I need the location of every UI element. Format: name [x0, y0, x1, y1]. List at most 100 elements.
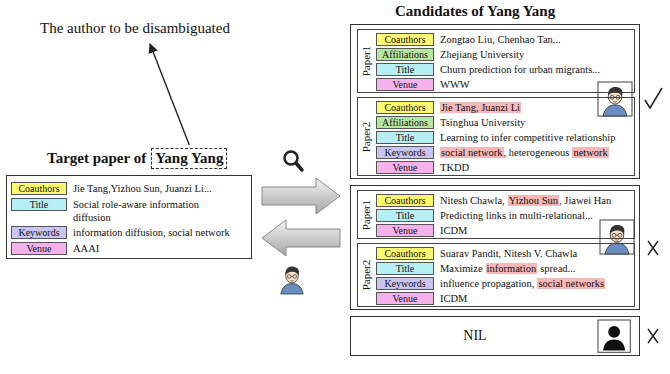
field-name: Coauthors	[377, 102, 433, 113]
field-tag: Venue	[376, 161, 434, 174]
field-tag: Coauthors	[376, 194, 434, 207]
author-name-box: Yang Yang	[151, 148, 227, 169]
field-name: Venue	[12, 243, 66, 254]
check-mark	[645, 88, 662, 108]
field-value-row: social network, heterogeneousnetwork	[440, 145, 609, 160]
nil-box: NIL	[350, 316, 640, 356]
field-value: Learning to infer competitive relationsh…	[440, 132, 616, 143]
field-value: ICDM	[440, 225, 467, 236]
field-value-row: Nitesh Chawla,Yizhou Sun, Jiawei Han	[440, 193, 611, 208]
paper-box: CoauthorsAffiliationsTitleVenue Paper1 Zon…	[357, 29, 635, 93]
target-paper-box: Yang YangCoauthorsTitleKeywordsVenueTarg…	[6, 175, 252, 259]
field-name: Coauthors	[12, 183, 66, 194]
field-name: Title	[377, 132, 433, 143]
field-name: Keywords	[377, 147, 433, 158]
result-arrow	[262, 220, 340, 256]
pointer-arrow	[150, 44, 189, 145]
field-name: Venue	[377, 225, 433, 236]
field-name: Coauthors	[377, 248, 433, 259]
annotation: The author to be disambiguated	[40, 20, 230, 37]
field-name: Title	[377, 210, 433, 221]
field-name: Keywords	[12, 227, 66, 238]
field-value-row: ICDM	[440, 223, 467, 238]
unknown-person-icon	[598, 320, 630, 352]
field-tag: Venue	[376, 224, 434, 237]
highlighted-term: social network	[440, 147, 504, 158]
paper-label: Paper2	[360, 121, 372, 152]
paper-label: Paper2	[360, 260, 372, 291]
field-name: Coauthors	[377, 34, 433, 45]
field-tag: Venue	[11, 242, 67, 255]
highlighted-term: network	[572, 147, 608, 158]
highlighted-term: information	[486, 263, 538, 274]
field-tag: Coauthors	[376, 33, 434, 46]
field-tag: Coauthors	[11, 182, 67, 195]
field-name: Venue	[377, 79, 433, 90]
paper-box: CoauthorsTitleVenue Paper1 Nitesh Chawla,Y…	[357, 190, 635, 239]
user-icon	[281, 267, 303, 294]
field-tag: Title	[11, 198, 67, 211]
cross-mark	[648, 329, 658, 343]
field-value-row: Tsinghua University	[440, 115, 525, 130]
field-tag: Venue	[376, 292, 434, 305]
field-tag: Title	[376, 262, 434, 275]
field-value: influence propagation,	[440, 278, 534, 289]
field-tag: Title	[376, 63, 434, 76]
field-name: Venue	[377, 162, 433, 173]
field-tag: Affiliations	[376, 48, 434, 61]
field-value: TKDD	[440, 162, 469, 173]
field-value: Zhejiang University	[440, 49, 524, 60]
field-value-row: Social role-aware information diffusion	[73, 198, 223, 224]
field-name: Title	[377, 263, 433, 274]
candidate-avatar	[600, 220, 634, 254]
field-value: spread...	[540, 263, 575, 274]
field-value-row: TKDD	[440, 160, 469, 175]
query-arrow	[262, 178, 340, 214]
node-text: Target paper of	[47, 150, 146, 167]
column-heading: Candidates of Yang Yang	[395, 3, 555, 20]
field-value: Predicting links in multi-relational...	[440, 210, 593, 221]
field-tag: Title	[376, 209, 434, 222]
field-tag: Venue	[376, 78, 434, 91]
paper-label: Paper1	[360, 46, 372, 77]
field-value: Zongtao Liu, Chenhao Tan...	[440, 34, 561, 45]
field-value: information diffusion, social network	[73, 227, 230, 238]
candidate-avatar	[598, 82, 632, 116]
field-name: Coauthors	[377, 195, 433, 206]
candidate-box: CoauthorsAffiliationsTitleVenuePaper1Zon…	[350, 24, 640, 179]
field-name: Affiliations	[377, 49, 433, 60]
field-tag: Keywords	[376, 277, 434, 290]
field-value: Tsinghua University	[440, 117, 525, 128]
paper-label: Paper1	[360, 199, 372, 230]
field-name: Title	[377, 64, 433, 75]
field-value: Churn prediction for urban migrants...	[440, 64, 600, 75]
field-value-row: Predicting links in multi-relational...	[440, 208, 593, 223]
field-value-row: Jie Tang,Yizhou Sun, Juanzi Li...	[73, 181, 212, 196]
magnifier-icon	[285, 152, 303, 171]
field-name: Keywords	[377, 278, 433, 289]
candidate-box: CoauthorsTitleVenuePaper1Nitesh Chawla,Y…	[350, 185, 640, 310]
field-tag: Affiliations	[376, 116, 434, 129]
node-text: Yang Yang	[155, 150, 223, 167]
field-value-row: Zongtao Liu, Chenhao Tan...	[440, 32, 561, 47]
field-value: AAAI	[73, 243, 99, 254]
highlighted-term: Yizhou Sun	[508, 195, 559, 206]
field-value: Jie Tang,Yizhou Sun, Juanzi Li...	[73, 183, 212, 194]
field-name: Title	[12, 199, 66, 210]
node-text: NIL	[351, 328, 599, 344]
field-value: , heterogeneous	[504, 147, 570, 158]
field-tag: Keywords	[11, 226, 67, 239]
field-value-row: Learning to infer competitive relationsh…	[440, 130, 616, 145]
highlighted-term: social networks	[537, 278, 605, 289]
paper-box: CoauthorsAffiliationsTitleKeywordsVenue P…	[357, 97, 635, 176]
field-tag: Title	[376, 131, 434, 144]
field-value-row: influence propagation,social networks	[440, 276, 605, 291]
field-value-row: Maximizeinformationspread...	[440, 261, 575, 276]
field-value: ICDM	[440, 293, 467, 304]
field-value: , Jiawei Han	[559, 195, 611, 206]
field-value-row: Suarav Pandit, Nitesh V. Chawla	[440, 246, 577, 261]
paper-box: CoauthorsTitleKeywordsVenue Paper2 Suarav …	[357, 243, 635, 307]
field-value: Maximize	[440, 263, 483, 274]
field-tag: Keywords	[376, 146, 434, 159]
